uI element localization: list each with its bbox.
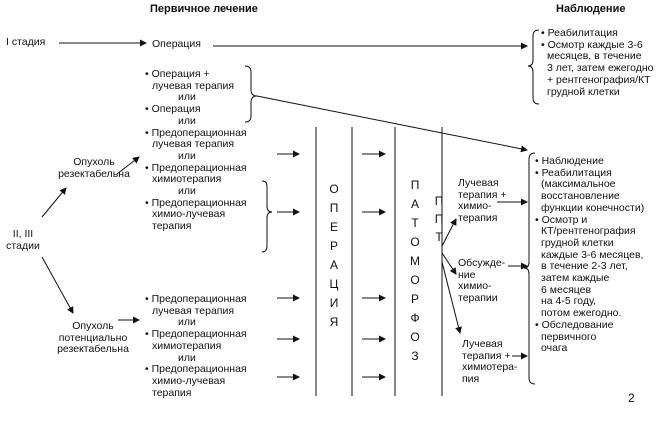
stage-1-label: I стадия <box>6 36 46 48</box>
treatment-options-top: • Операция + лучевая терапия или • Опера… <box>145 68 247 233</box>
treatment-options-bottom: • Предоперационная лучевая терапия или •… <box>145 293 247 399</box>
followup-exam-line-4: + рентгенография/КТ <box>547 73 651 86</box>
stage-2-3-label: II, III стадии <box>6 228 40 252</box>
followup-exam-line-5: грудной клетки <box>547 85 620 98</box>
stage-1-operation: Операция <box>152 38 201 50</box>
pathomorphosis-vertical-label: П А Т О М О Р Ф О З <box>410 178 420 363</box>
followup-exam-line-3: 3 лет, затем ежегодно <box>547 62 654 75</box>
operation-vertical-label: О П Е Р А Ц И Я <box>329 182 339 329</box>
followup-block: • Наблюдение • Реабилитация (максимально… <box>535 155 645 355</box>
followup-rehab: • Реабилитация <box>541 27 618 39</box>
stage-1-followup: • Реабилитация • Осмотр каждые 3-6 месяц… <box>541 27 654 98</box>
ppt-vertical-label: П П Т <box>434 194 444 244</box>
after-option-radio-chemo-2: Лучевая терапия + химиотера- пия <box>462 338 518 386</box>
page-number: 2 <box>628 391 635 405</box>
after-option-discuss-chemo: Обсужде- ние химио- терапии <box>458 257 506 305</box>
followup-exam-line-1: • Осмотр каждые 3-6 <box>541 38 643 51</box>
potentially-resectable-label: Опухоль потенциально резектабельна <box>57 320 129 356</box>
after-option-radio-chemo: Лучевая терапия + химио- терапия <box>458 177 507 225</box>
resectable-tumor-label: Опухоль резектабельна <box>58 156 130 180</box>
primary-treatment-header: Первичное лечение <box>150 3 258 15</box>
followup-exam-line-2: месяцев, в течение <box>547 50 642 63</box>
observation-header: Наблюдение <box>556 3 626 15</box>
